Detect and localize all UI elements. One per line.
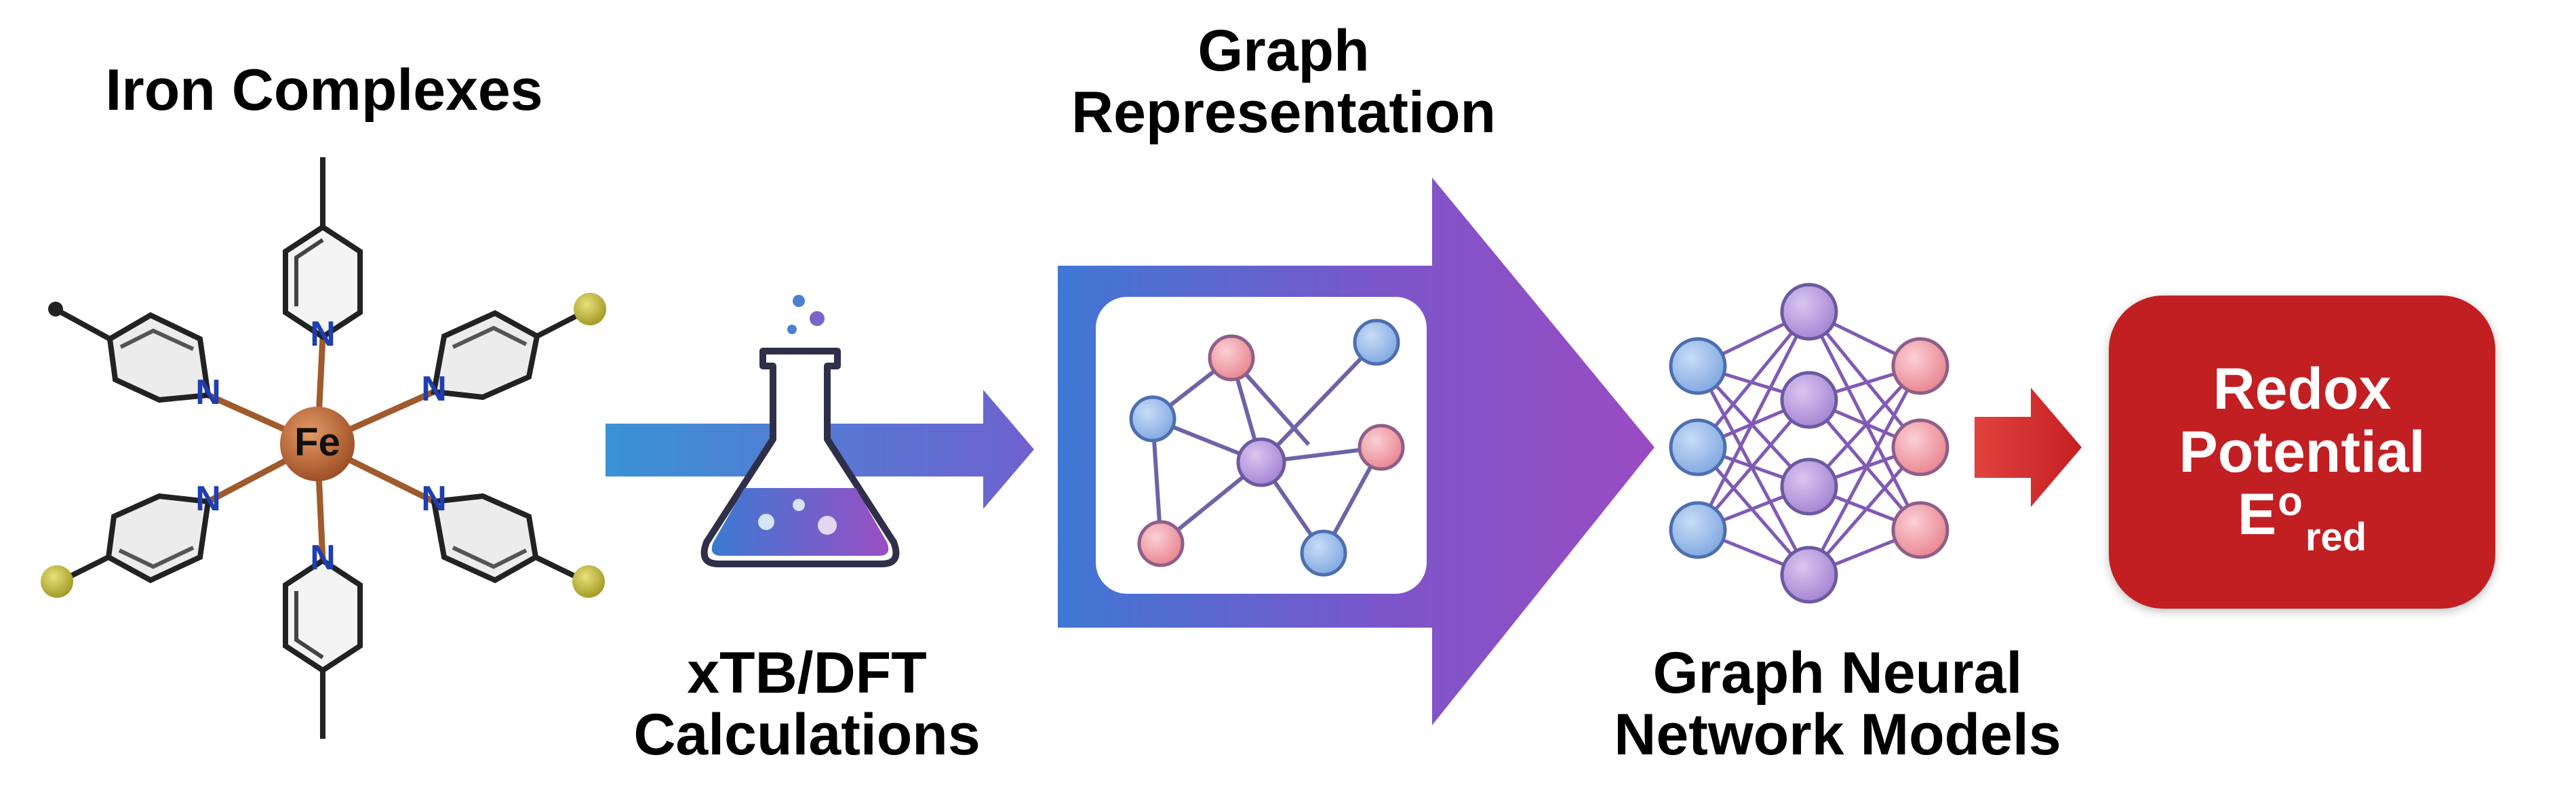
neural-network-icon: [1669, 283, 1949, 604]
flask-icon: [700, 295, 900, 567]
iron-complex-molecule: [41, 157, 606, 739]
lower-right-pyridine-ring: [431, 493, 605, 598]
nn-connection: [1807, 365, 1922, 576]
top-pyridine-ring: [283, 157, 363, 340]
molecular-graph-panel: [1096, 297, 1427, 594]
nn-node-layer-2: [1780, 371, 1838, 429]
nitrogen-label-top: N: [310, 314, 336, 354]
upper-left-pyridine-ring: [48, 302, 212, 403]
nitrogen-label-upper-right: N: [421, 369, 447, 409]
nn-node-layer-2: [1780, 458, 1838, 516]
gnn-models-label: Graph Neural Network Models: [1614, 641, 2061, 768]
upper-right-pyridine-ring: [431, 293, 606, 401]
nn-connection: [1696, 365, 1811, 576]
nn-node-layer-1: [1669, 418, 1727, 476]
iron-complexes-title: Iron Complexes: [105, 58, 543, 123]
nn-node-layer-2: [1780, 283, 1838, 341]
nn-node-layer-1: [1669, 501, 1727, 559]
nn-connection: [1696, 310, 1811, 531]
fe-atom: [280, 407, 355, 481]
output-symbol: Eored: [2237, 479, 2367, 560]
fe-label: Fe: [294, 420, 340, 464]
nitrogen-label-upper-left: N: [195, 373, 221, 412]
graph-representation-label: Graph Representation: [1071, 18, 1497, 146]
lower-left-pyridine-ring: [41, 493, 212, 598]
nitrogen-label-lower-left: N: [195, 479, 221, 519]
nn-node-layer-1: [1669, 337, 1727, 395]
output-line-2: Potential: [2179, 419, 2425, 485]
nn-connection: [1807, 310, 1922, 531]
nn-node-layer-3: [1891, 337, 1949, 395]
output-line-1: Redox: [2213, 356, 2392, 422]
redox-potential-box: Redox Potential Eored: [2109, 296, 2495, 609]
nn-connection: [1697, 310, 1810, 449]
nn-node-layer-3: [1891, 501, 1949, 559]
nitrogen-label-lower-right: N: [421, 479, 447, 519]
calculations-label: xTB/DFT Calculations: [633, 641, 980, 768]
nn-node-layer-3: [1891, 418, 1949, 476]
nn-node-layer-2: [1780, 546, 1838, 604]
bottom-pyridine-ring: [283, 557, 363, 739]
nn-connection: [1808, 310, 1922, 449]
nitrogen-label-bottom: N: [310, 538, 336, 577]
output-arrow: [1975, 388, 2082, 507]
